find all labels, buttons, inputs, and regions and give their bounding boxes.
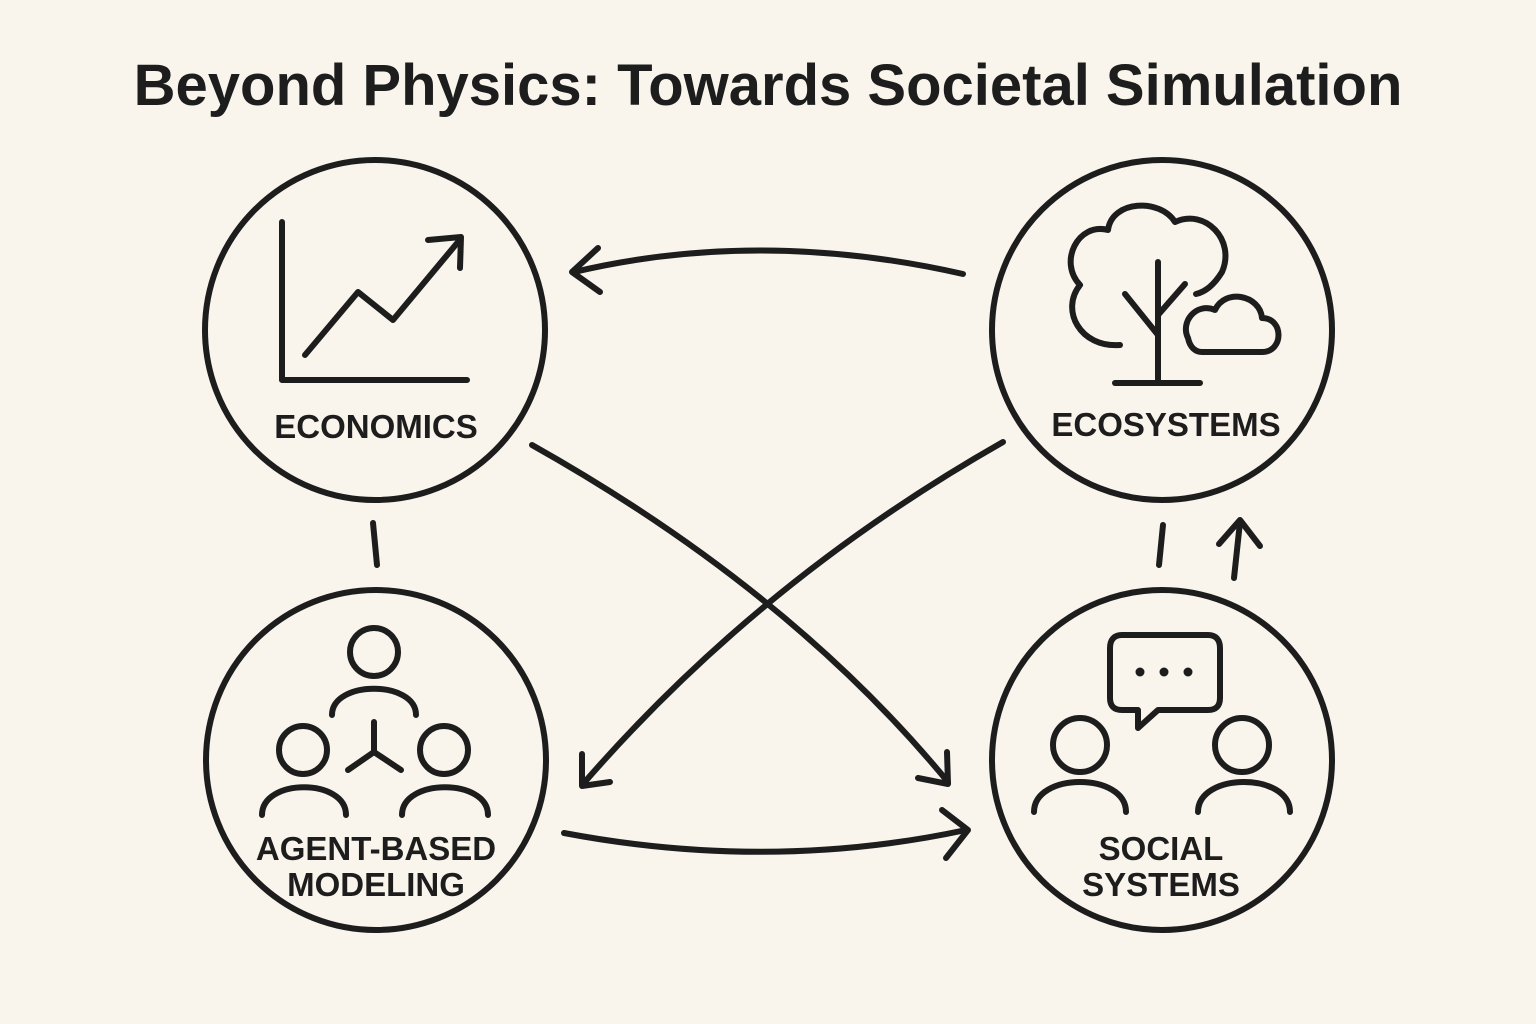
social-label-line2: SYSTEMS [1082,866,1240,903]
arrowhead [579,751,613,789]
economics-label: ECONOMICS [274,408,478,445]
arrowhead [939,807,971,861]
tree-cloud-icon [1067,202,1282,386]
node-ecosystems: ECOSYSTEMS [989,157,1335,503]
arrowhead [569,245,603,295]
edge-agent-based-to-social [561,807,971,861]
line-chart-icon [279,219,470,383]
agent-based-label-line2: MODELING [287,866,465,903]
connectors [370,245,1263,861]
agent-based-label-line1: AGENT-BASED [256,830,496,867]
edge-ecosystems-to-economics [569,245,966,295]
node-agent-based: AGENT-BASED MODELING [203,587,549,933]
edge-ecosystems-to-agent-based [579,439,1006,789]
node-economics: ECONOMICS [202,157,548,503]
people-chat-icon [1031,632,1293,815]
node-social: SOCIAL SYSTEMS [989,587,1335,933]
edge-social-ecosystems-link [1156,522,1166,568]
edge-economics-agent-based [370,520,380,568]
arrowhead [1216,517,1263,549]
agent-network-icon [259,625,491,818]
social-label-line1: SOCIAL [1099,830,1224,867]
edge-social-to-ecosystems-arrow [1216,517,1263,581]
ecosystems-label: ECOSYSTEMS [1051,406,1280,443]
page-title: Beyond Physics: Towards Societal Simulat… [133,53,1403,118]
arrowhead [915,749,951,787]
edge-economics-to-social [529,442,951,787]
